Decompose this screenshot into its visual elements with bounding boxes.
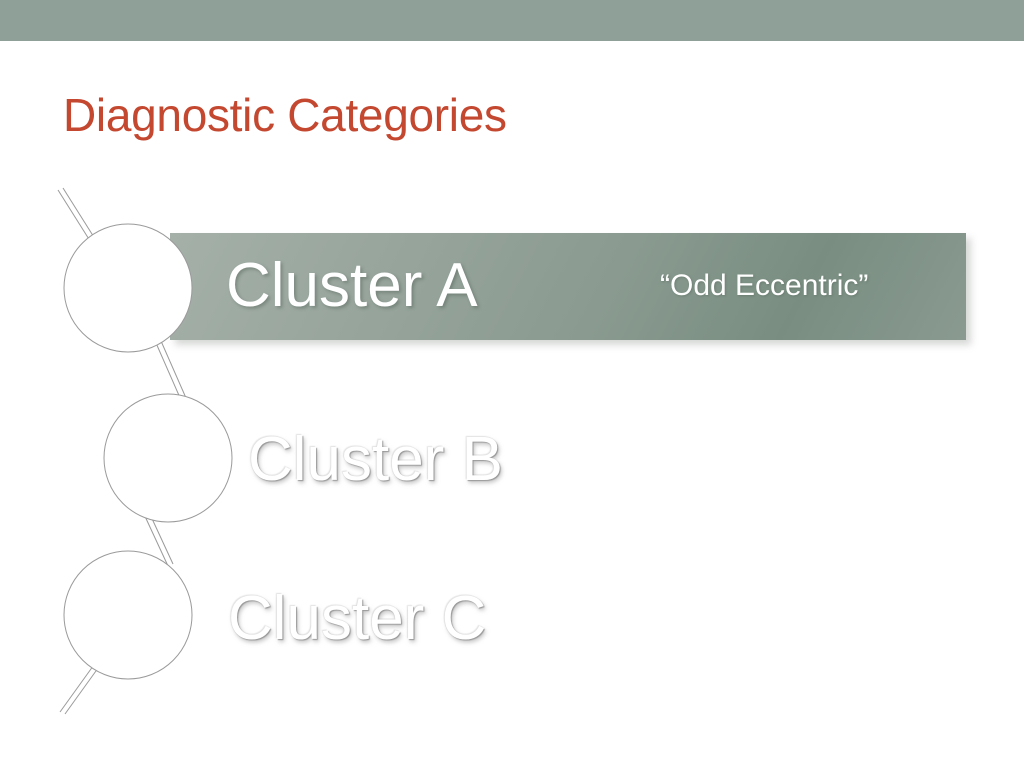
connector-stub-bottom	[59, 661, 102, 715]
page-title: Diagnostic Categories	[63, 89, 507, 141]
cluster-b-node-circle[interactable]	[103, 393, 233, 523]
cluster-a-bar[interactable]: Cluster A “Odd Eccentric”	[170, 233, 966, 340]
cluster-b-label[interactable]: Cluster B	[248, 425, 503, 494]
cluster-c-label[interactable]: Cluster C	[228, 584, 487, 653]
connector-stub-top	[57, 187, 98, 245]
cluster-a-node-circle[interactable]	[63, 223, 193, 353]
cluster-a-sublabel: “Odd Eccentric”	[660, 269, 869, 302]
connector-a-to-b	[155, 340, 187, 401]
top-banner	[0, 0, 1024, 41]
cluster-c-node-circle[interactable]	[63, 550, 193, 680]
cluster-a-label: Cluster A	[226, 251, 478, 320]
